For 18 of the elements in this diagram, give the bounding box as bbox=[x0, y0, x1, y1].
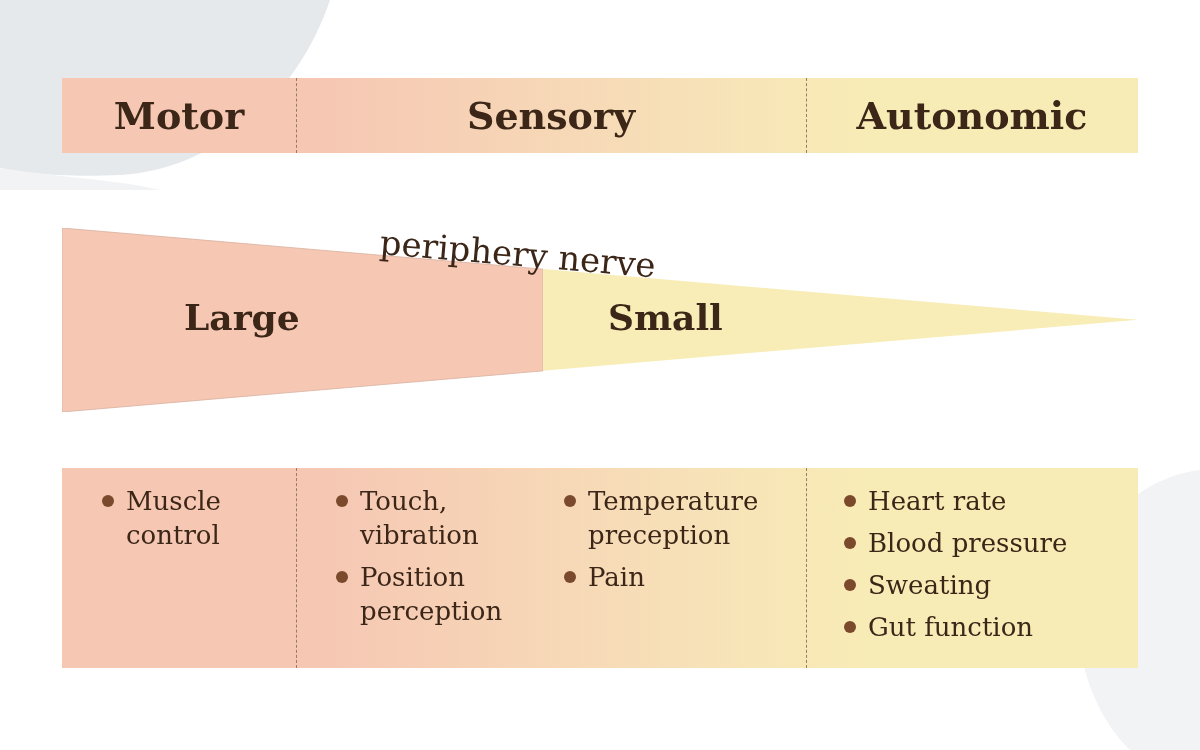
list-item-text: Heart rate bbox=[868, 485, 1007, 518]
list-item-text: Sweating bbox=[868, 569, 992, 602]
category-header: Motor bbox=[62, 78, 296, 153]
size-label: Large bbox=[184, 296, 300, 338]
list-item-text: Gut function bbox=[868, 611, 1034, 644]
category-header: Sensory bbox=[296, 78, 806, 153]
list-item-text: Pain bbox=[588, 561, 645, 594]
size-label: Small bbox=[608, 296, 723, 338]
category-cell bbox=[806, 468, 1138, 668]
category-cell bbox=[62, 468, 296, 668]
list-item-text: Blood pressure bbox=[868, 527, 1068, 560]
list-item-text: Muscle control bbox=[126, 485, 222, 552]
list-item-text: Position perception bbox=[360, 561, 504, 628]
list-item-text: Touch, vibration bbox=[360, 485, 480, 552]
category-header: Autonomic bbox=[806, 78, 1138, 153]
category-cell bbox=[296, 468, 806, 668]
nerve-label: periphery nerve bbox=[378, 222, 658, 286]
list-item-text: Temperature preception bbox=[588, 485, 760, 552]
